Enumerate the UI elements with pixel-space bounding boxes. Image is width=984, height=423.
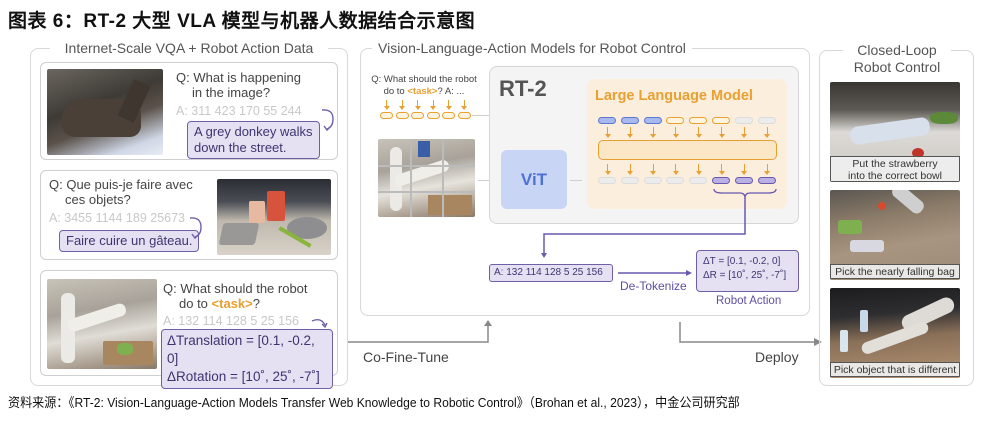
question-text: Q: What should the robot do to <task>?: [163, 281, 308, 311]
prompt-text: Q: What should the robot do to <task>? A…: [371, 74, 477, 97]
token-arrow: [718, 127, 725, 138]
vit-encoder: ViT: [501, 150, 567, 209]
token-arrow: [764, 164, 771, 175]
robot-arm-photo: [47, 279, 157, 369]
detokenize-label: De-Tokenize: [620, 279, 687, 293]
token-arrow: [764, 127, 771, 138]
vqa-card-cake: Q: Que puis-je faire avec ces objets? A:…: [40, 170, 338, 260]
vit-to-llm-arrow: [570, 180, 582, 181]
llm-output-token: [689, 177, 708, 184]
kitchen-ingredients-photo: [217, 179, 331, 255]
token-arrow: [383, 100, 390, 110]
token-arrow: [695, 127, 702, 138]
prompt-token: [457, 112, 471, 119]
llm-output-token: [666, 177, 685, 184]
different-object-task-photo: Pick object that is different: [830, 288, 960, 378]
image-to-vit-arrow: [478, 180, 498, 181]
llm-input-token: [620, 117, 639, 124]
token-arrow: [445, 100, 452, 110]
llm-input-token: [598, 117, 616, 124]
llm-output-token: [643, 177, 662, 184]
question-text: Q: Que puis-je faire avec ces objets?: [49, 177, 193, 207]
prompt-token: [395, 112, 409, 119]
falling-bag-task-photo: Pick the nearly falling bag: [830, 190, 960, 280]
task-placeholder: <task>: [211, 296, 253, 311]
task-caption: Pick object that is different: [830, 362, 960, 377]
vqa-panel-title: Internet-Scale VQA + Robot Action Data: [50, 40, 328, 56]
donkey-photo: [47, 69, 163, 155]
token-arrow: [627, 127, 634, 138]
llm-output-token: [620, 177, 639, 184]
llm-output-token: [734, 177, 753, 184]
llm-output-token: [712, 177, 730, 184]
token-arrow: [741, 127, 748, 138]
prompt-token: [442, 112, 455, 119]
closed-loop-title: Closed-Loop Robot Control: [843, 42, 951, 76]
strawberry-task-photo: Put the strawberry into the correct bowl: [830, 82, 960, 182]
prompt-token: [426, 112, 440, 119]
token-arrow: [430, 100, 436, 110]
curved-arrow-icon: [189, 217, 202, 240]
robot-image-patches: [378, 139, 475, 217]
deploy-label: Deploy: [755, 349, 799, 365]
llm-input-token: [757, 117, 776, 124]
cofinetune-arrow: [348, 320, 492, 343]
token-arrow: [718, 164, 725, 175]
answer-text: Faire cuire un gâteau.: [59, 230, 200, 252]
vqa-card-robot: Q: What should the robot do to <task>? A…: [40, 270, 338, 389]
llm-input-token: [734, 117, 753, 124]
task-caption: Put the strawberry into the correct bowl: [830, 156, 960, 182]
answer-tokens: A: 311 423 170 55 244: [176, 104, 302, 118]
curved-arrow-icon: [311, 318, 328, 329]
llm-input-token: [666, 117, 685, 124]
answer-text: A grey donkey walks down the street.: [187, 121, 320, 159]
question-text: Q: What is happening in the image?: [176, 70, 302, 100]
llm-input-token: [643, 117, 662, 124]
token-arrow: [604, 164, 611, 175]
llm-transformer-block: [598, 140, 777, 160]
task-placeholder: <task>: [407, 86, 438, 97]
answer-tokens: A: 132 114 128 5 25 156: [163, 314, 299, 328]
llm-output-token: [757, 177, 776, 184]
prompt-token: [411, 112, 424, 119]
answer-tokens: A: 3455 1144 189 25673: [49, 211, 186, 225]
prompt-token: [380, 112, 393, 119]
curved-arrow-icon: [321, 109, 334, 132]
token-arrow: [650, 127, 657, 138]
rt2-label: RT-2: [499, 76, 547, 101]
token-arrow: [604, 127, 611, 138]
llm-input-token: [689, 117, 708, 124]
token-arrow: [695, 164, 702, 175]
token-arrow: [650, 164, 657, 175]
detokenize-arrow: [618, 270, 692, 276]
token-arrow: [414, 100, 421, 110]
llm-output-token: [598, 177, 616, 184]
token-arrow: [461, 100, 467, 110]
token-arrow: [741, 164, 748, 175]
deploy-arrow: [679, 322, 822, 346]
robot-action-label: Robot Action: [716, 295, 782, 307]
token-arrow: [672, 164, 679, 175]
figure-title: 图表 6：RT-2 大型 VLA 模型与机器人数据结合示意图: [8, 11, 476, 32]
vla-panel-title: Vision-Language-Action Models for Robot …: [372, 40, 692, 56]
tokens-to-output-connector: [541, 198, 746, 258]
llm-input-token: [712, 117, 730, 124]
output-token-box: A: 132 114 128 5 25 156: [489, 264, 613, 282]
llm-label: Large Language Model: [595, 88, 753, 104]
vit-label: ViT: [520, 169, 548, 189]
vqa-card-donkey: Q: What is happening in the image? A: 31…: [40, 62, 338, 160]
task-caption: Pick the nearly falling bag: [830, 264, 960, 279]
token-arrow: [672, 127, 679, 138]
source-note: 资料来源：《RT-2: Vision-Language-Action Model…: [8, 395, 740, 410]
action-answer: ΔTranslation = [0.1, -0.2, 0] ΔRotation …: [161, 329, 333, 389]
robot-action-box: ΔT = [0.1, -0.2, 0] ΔR = [10˚, 25˚, -7˚]: [696, 250, 799, 292]
cofinetune-label: Co-Fine-Tune: [363, 349, 449, 365]
token-arrow: [627, 164, 634, 175]
token-arrow: [399, 100, 405, 110]
